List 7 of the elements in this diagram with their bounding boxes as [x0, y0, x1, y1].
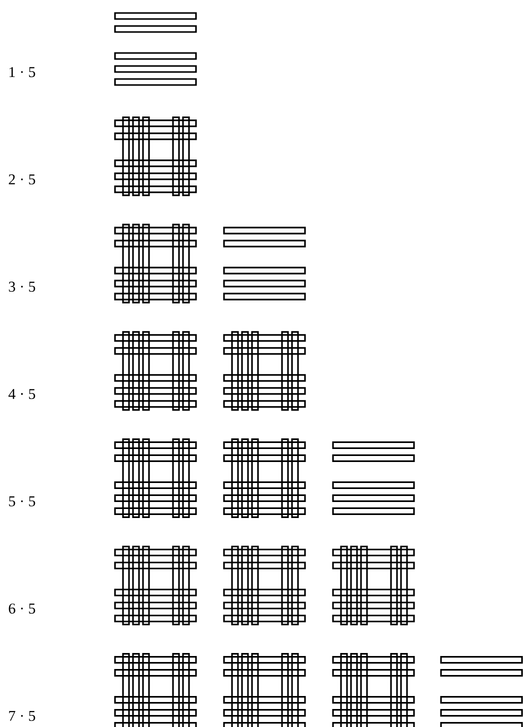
row-label: 3 · 5 [8, 282, 36, 292]
row-label: 1 · 5 [10, 67, 36, 78]
row-label: 4 · 5 [8, 389, 36, 400]
row-label: 7 · 5 [9, 710, 36, 721]
row-label: 6 · 5 [8, 604, 36, 614]
row-label: 2 · 5 [8, 174, 36, 184]
row-label: 5 · 5 [9, 496, 36, 506]
